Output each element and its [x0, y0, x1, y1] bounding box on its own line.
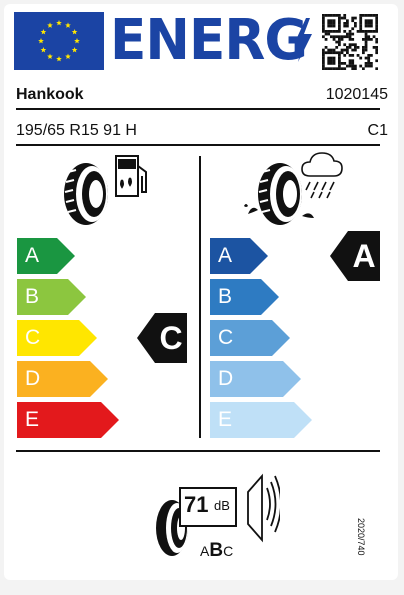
eu-star-icon — [56, 20, 62, 26]
noise-value: 71 — [184, 492, 209, 517]
wet-grip-bar-e — [210, 402, 312, 438]
eu-star-icon — [56, 56, 62, 62]
info-rule — [16, 144, 380, 146]
eu-star-icon — [74, 38, 80, 44]
fuel-pump-icon — [115, 155, 147, 197]
eu-star-icon — [65, 22, 71, 28]
wet-grip-bar-b — [210, 279, 279, 315]
eu-star-icon — [71, 47, 78, 53]
eu-flag-icon — [14, 12, 104, 70]
tyre-class: C1 — [367, 122, 388, 139]
fuel-efficiency-label-b: B — [25, 285, 40, 308]
wet-grip-label-d: D — [218, 367, 234, 390]
fuel-efficiency-label-a: A — [25, 244, 40, 267]
wet-grip-rating-value: A — [352, 238, 376, 274]
supplier-name: Hankook — [16, 86, 84, 103]
wet-grip-bar-c — [210, 320, 290, 356]
noise-class-b: B — [209, 540, 224, 561]
tyre-size-designation: 195/65 R15 91 H — [16, 122, 137, 139]
noise-class-letters: ABC — [200, 540, 233, 562]
water-splash-icon — [244, 204, 314, 218]
fuel-efficiency-bar-d — [17, 361, 108, 397]
energy-heading: ENERG — [110, 8, 308, 73]
fuel-efficiency-rating-value: C — [159, 320, 183, 356]
fuel-efficiency-label-e: E — [25, 408, 40, 431]
vertical-divider — [199, 156, 201, 438]
fuel-efficiency-label-d: D — [25, 367, 41, 390]
noise-unit: dB — [214, 498, 230, 513]
wet-grip-label-e: E — [218, 408, 233, 431]
fuel-efficiency-bar-e — [17, 402, 119, 438]
eu-star-icon — [47, 22, 53, 28]
fuel-efficiency-bar-a — [17, 238, 75, 274]
noise-class-c: C — [223, 543, 234, 559]
wet-grip-label-c: C — [218, 326, 234, 349]
fuel-efficiency-icon — [64, 155, 147, 225]
fuel-efficiency-bar-b — [17, 279, 86, 315]
tyre-icon — [258, 163, 302, 225]
noise-value-box — [179, 487, 237, 527]
model-identifier: 1020145 — [325, 86, 388, 103]
qr-code-icon[interactable] — [322, 14, 378, 70]
wet-grip-bar-d — [210, 361, 301, 397]
noise-class-a: A — [200, 543, 210, 559]
wet-grip-rating-marker — [330, 231, 380, 281]
eu-star-icon — [47, 53, 53, 60]
eu-star-icon — [40, 29, 47, 35]
wet-grip-bar-a — [210, 238, 268, 274]
speaker-icon — [247, 473, 280, 543]
fuel-efficiency-rating-marker — [137, 313, 187, 363]
fuel-efficiency-bar-c — [17, 320, 97, 356]
eu-star-icon — [71, 29, 78, 35]
eu-star-icon — [40, 47, 47, 53]
wet-grip-icon — [244, 152, 343, 225]
noise-rule — [16, 450, 380, 452]
wet-grip-label-a: A — [218, 244, 233, 267]
wet-grip-label-b: B — [218, 285, 233, 308]
lightning-bolt-icon — [295, 18, 312, 62]
rain-cloud-icon — [301, 152, 343, 199]
tyre-icon — [64, 163, 108, 225]
eu-star-icon — [65, 53, 71, 60]
fuel-efficiency-label-c: C — [25, 326, 41, 349]
eu-star-icon — [38, 38, 44, 44]
header-rule — [16, 108, 380, 110]
regulation-number: 2020/740 — [356, 518, 366, 556]
